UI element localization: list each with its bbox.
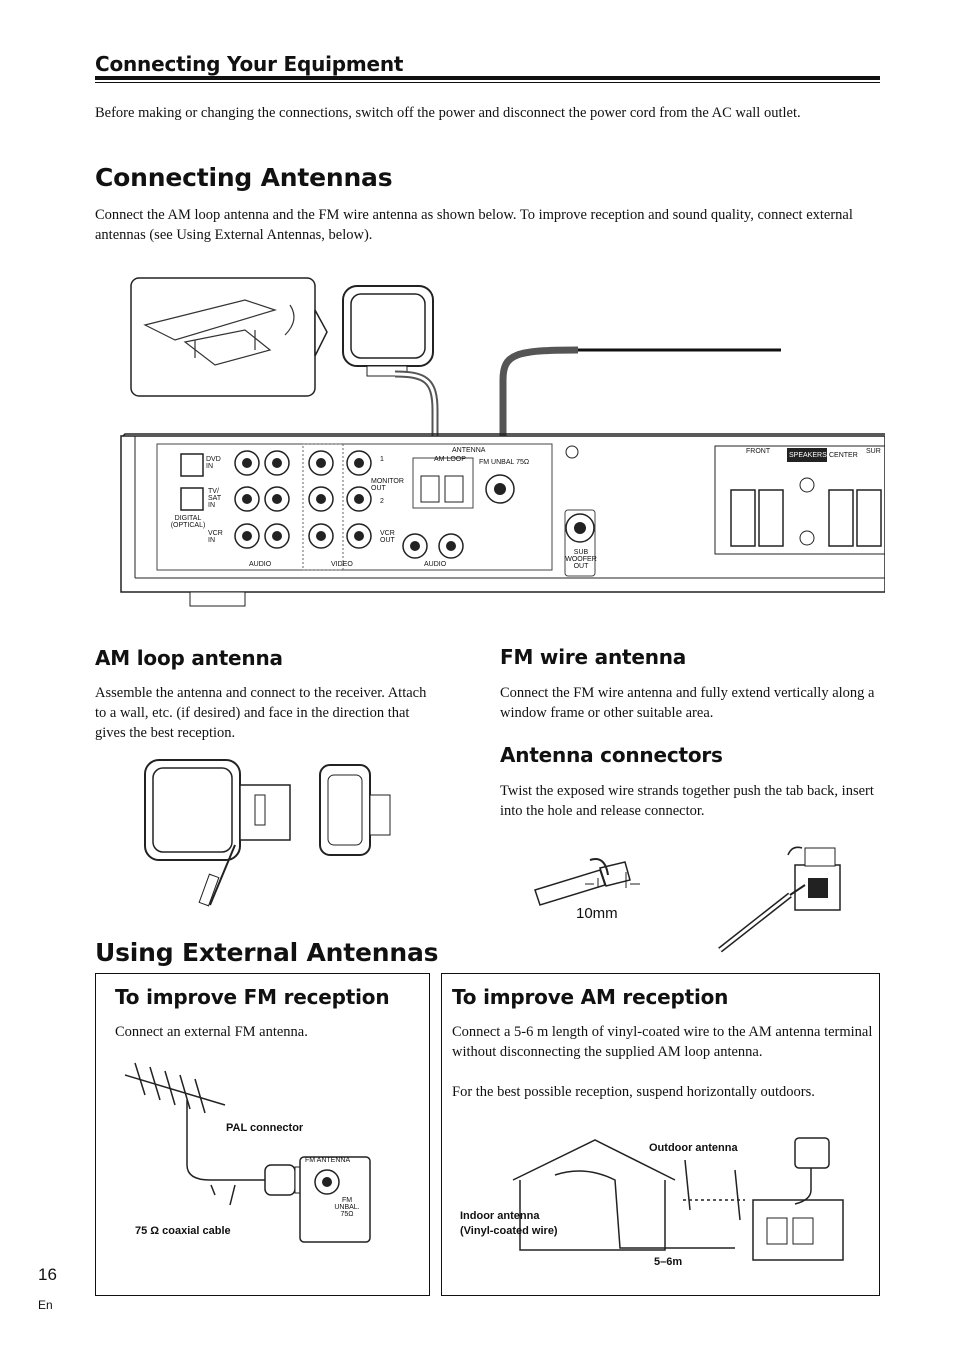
fm-reception-text: Connect an external FM antenna. xyxy=(115,1024,308,1040)
one-label: 1 xyxy=(380,456,384,463)
header-rule-thin xyxy=(95,82,880,83)
antenna-connectors-text: Twist the exposed wire strands together … xyxy=(500,783,874,819)
fm-external-antenna-illustration xyxy=(124,1062,371,1243)
am-loop-assembly-illustration xyxy=(144,759,391,907)
connecting-antennas-text: Connect the AM loop antenna and the FM w… xyxy=(95,207,853,243)
sub-woofer-out-label: SUB WOOFER OUT xyxy=(565,549,597,570)
indoor-antenna-sub-label: (Vinyl-coated wire) xyxy=(460,1225,558,1237)
am-loop-title: AM loop antenna xyxy=(95,646,283,670)
am-external-antenna-illustration xyxy=(512,1137,844,1261)
am-loop-text: Assemble the antenna and connect to the … xyxy=(95,685,427,741)
fm-wire-title: FM wire antenna xyxy=(500,645,687,669)
connecting-antennas-title: Connecting Antennas xyxy=(95,163,393,192)
fm-antenna-label: FM ANTENNA xyxy=(305,1157,351,1164)
section-title: Connecting Your Equipment xyxy=(95,52,404,76)
tv-sat-in-label: TV/ SAT IN xyxy=(208,488,221,509)
outdoor-antenna-label: Outdoor antenna xyxy=(649,1142,738,1154)
am-loop-label: AM LOOP xyxy=(434,456,466,463)
external-antennas-title: Using External Antennas xyxy=(95,938,439,967)
language-label: En xyxy=(38,1298,53,1312)
fm-unbal-label: FM UNBAL 75Ω xyxy=(479,459,530,466)
fm-wire-text: Connect the FM wire antenna and fully ex… xyxy=(500,685,875,721)
am-reception-text-2: For the best possible reception, suspend… xyxy=(452,1084,815,1100)
sur-label: SUR xyxy=(866,448,881,455)
antenna-connectors-illustration xyxy=(534,846,841,953)
am-reception-text-1: Connect a 5-6 m length of vinyl-coated w… xyxy=(452,1024,873,1060)
page-number: 16 xyxy=(38,1265,57,1284)
dvd-in-label: DVD IN xyxy=(206,456,221,470)
measure-label: 10mm xyxy=(576,905,618,922)
header-rule xyxy=(95,76,880,80)
digital-optical-label: DIGITAL (OPTICAL) xyxy=(170,515,206,529)
intro-text: Before making or changing the connection… xyxy=(95,105,801,121)
audio-label: AUDIO xyxy=(249,561,272,568)
vcr-out-label: VCR OUT xyxy=(380,530,395,544)
front-label: FRONT xyxy=(746,448,771,455)
center-label: CENTER xyxy=(829,452,858,459)
length-label: 5–6m xyxy=(654,1256,683,1268)
am-reception-box xyxy=(441,973,880,1296)
coax-cable-label: 75 Ω coaxial cable xyxy=(135,1225,231,1237)
antenna-connectors-title: Antenna connectors xyxy=(500,743,723,767)
two-label: 2 xyxy=(380,498,384,505)
vcr-in-label: VCR IN xyxy=(208,530,223,544)
antenna-label: ANTENNA xyxy=(452,447,486,454)
fm-reception-title: To improve FM reception xyxy=(115,985,390,1009)
video-label: VIDEO xyxy=(331,561,353,568)
receiver-diagram xyxy=(120,277,885,607)
am-reception-title: To improve AM reception xyxy=(452,985,729,1009)
indoor-antenna-label: Indoor antenna xyxy=(460,1210,540,1222)
fm-unbal-small-label: FM UNBAL. 75Ω xyxy=(334,1197,360,1218)
audio-right-label: AUDIO xyxy=(424,561,447,568)
speakers-label: SPEAKERS xyxy=(789,452,827,459)
fm-reception-box xyxy=(95,973,430,1296)
pal-connector-label: PAL connector xyxy=(226,1122,304,1134)
monitor-out-label: MONITOR OUT xyxy=(371,478,404,492)
